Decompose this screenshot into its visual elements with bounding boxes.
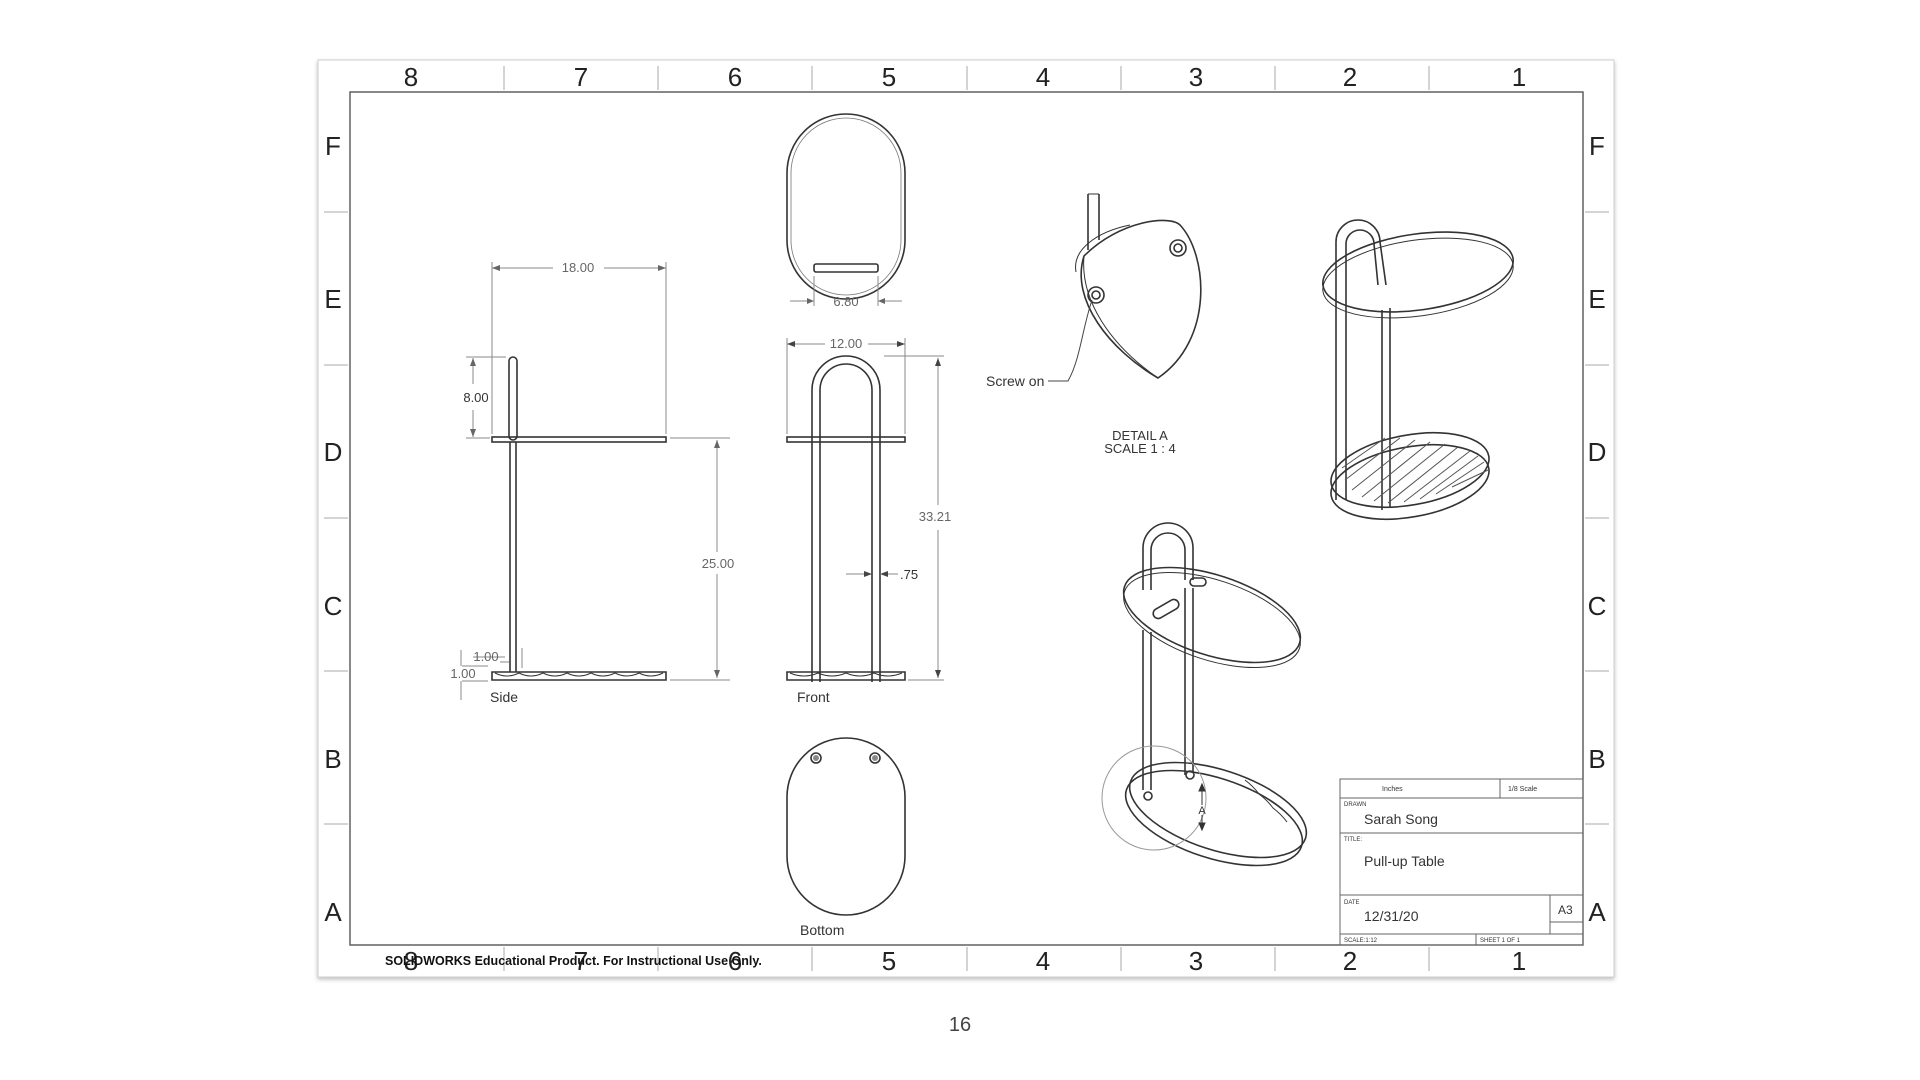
inner-border bbox=[349, 91, 1584, 946]
side-view-label: Side bbox=[490, 689, 518, 705]
column-label-top: 2 bbox=[1343, 62, 1357, 92]
detail-a-callout-arrows bbox=[1198, 782, 1206, 832]
title-block-drawn-by: Sarah Song bbox=[1364, 811, 1438, 827]
column-label-top: 4 bbox=[1036, 62, 1050, 92]
column-label-top: 1 bbox=[1512, 62, 1526, 92]
row-label-left: C bbox=[324, 591, 343, 621]
detail-a-callout-letter: A bbox=[1198, 805, 1206, 817]
row-label-left: A bbox=[324, 897, 342, 927]
front-view-dimension-arrows bbox=[787, 341, 941, 678]
column-label-top: 5 bbox=[882, 62, 896, 92]
isometric-view-bottom bbox=[1122, 522, 1308, 867]
title-block-title: Pull-up Table bbox=[1364, 853, 1445, 869]
detail-a-title: DETAIL A bbox=[1112, 428, 1168, 443]
title-block-title-label: TITLE: bbox=[1344, 837, 1362, 843]
column-label-top: 6 bbox=[728, 62, 742, 92]
front-view-label: Front bbox=[797, 689, 830, 705]
dimension-side-post-offset: 1.00 bbox=[473, 649, 498, 664]
column-label-bottom: 2 bbox=[1343, 946, 1357, 976]
column-label-bottom: 7 bbox=[574, 946, 588, 976]
paper bbox=[317, 59, 1615, 978]
bottom-view bbox=[786, 737, 906, 916]
dimension-front-width: 12.00 bbox=[830, 336, 863, 351]
front-view-dimension-lines bbox=[786, 338, 944, 681]
column-label-bottom: 1 bbox=[1512, 946, 1526, 976]
title-block-units: Inches bbox=[1382, 786, 1403, 793]
row-label-left: F bbox=[325, 131, 341, 161]
title-block-sheet: SHEET 1 OF 1 bbox=[1480, 938, 1521, 944]
title-block-scale-note: 1/8 Scale bbox=[1508, 786, 1537, 793]
row-label-left: D bbox=[324, 437, 343, 467]
bottom-view-label: Bottom bbox=[800, 922, 844, 938]
isometric-base-slats bbox=[1341, 437, 1489, 504]
title-block-drawn-label: DRAWN bbox=[1344, 802, 1366, 808]
zone-ticks bbox=[324, 66, 1609, 971]
column-label-bottom: 3 bbox=[1189, 946, 1203, 976]
page-number: 16 bbox=[948, 1014, 972, 1036]
dimension-front-tube-diameter: .75 bbox=[900, 567, 918, 582]
educational-watermark: SOLIDWORKS Educational Product. For Inst… bbox=[385, 954, 762, 968]
column-label-bottom: 6 bbox=[728, 946, 742, 976]
title-block-size: A3 bbox=[1558, 903, 1573, 917]
row-label-right: E bbox=[1588, 284, 1605, 314]
detail-a-view bbox=[1075, 193, 1202, 379]
title-block-date-label: DATE bbox=[1344, 900, 1360, 906]
dimension-side-width: 18.00 bbox=[562, 260, 595, 275]
row-label-left: B bbox=[324, 744, 341, 774]
side-view-dimension-arrows bbox=[470, 265, 720, 678]
side-view bbox=[491, 356, 667, 681]
dimension-side-table-height: 25.00 bbox=[702, 556, 735, 571]
row-label-right: B bbox=[1588, 744, 1605, 774]
dimension-side-base-thickness: 1.00 bbox=[450, 666, 475, 681]
screw-leader-line bbox=[1048, 299, 1093, 382]
title-block-scale: SCALE:1:12 bbox=[1344, 938, 1378, 944]
row-label-right: C bbox=[1588, 591, 1607, 621]
detail-a-scale: SCALE 1 : 4 bbox=[1104, 441, 1176, 456]
column-label-bottom: 4 bbox=[1036, 946, 1050, 976]
row-label-right: D bbox=[1588, 437, 1607, 467]
front-view bbox=[786, 355, 906, 682]
top-view bbox=[786, 113, 906, 300]
screw-on-note: Screw on bbox=[986, 373, 1044, 389]
column-label-top: 3 bbox=[1189, 62, 1203, 92]
title-block bbox=[1339, 778, 1584, 946]
column-label-top: 7 bbox=[574, 62, 588, 92]
column-label-top: 8 bbox=[404, 62, 418, 92]
title-block-date: 12/31/20 bbox=[1364, 908, 1419, 924]
row-label-right: F bbox=[1589, 131, 1605, 161]
row-label-right: A bbox=[1588, 897, 1606, 927]
row-label-left: E bbox=[324, 284, 341, 314]
column-label-bottom: 8 bbox=[404, 946, 418, 976]
dimension-side-handle-height: 8.00 bbox=[463, 390, 488, 405]
isometric-view-top bbox=[1321, 219, 1515, 520]
dimension-top-slot-width: 6.80 bbox=[833, 294, 858, 309]
column-label-bottom: 5 bbox=[882, 946, 896, 976]
detail-a-callout-circle bbox=[1101, 745, 1207, 851]
dimension-front-total-height: 33.21 bbox=[919, 509, 952, 524]
